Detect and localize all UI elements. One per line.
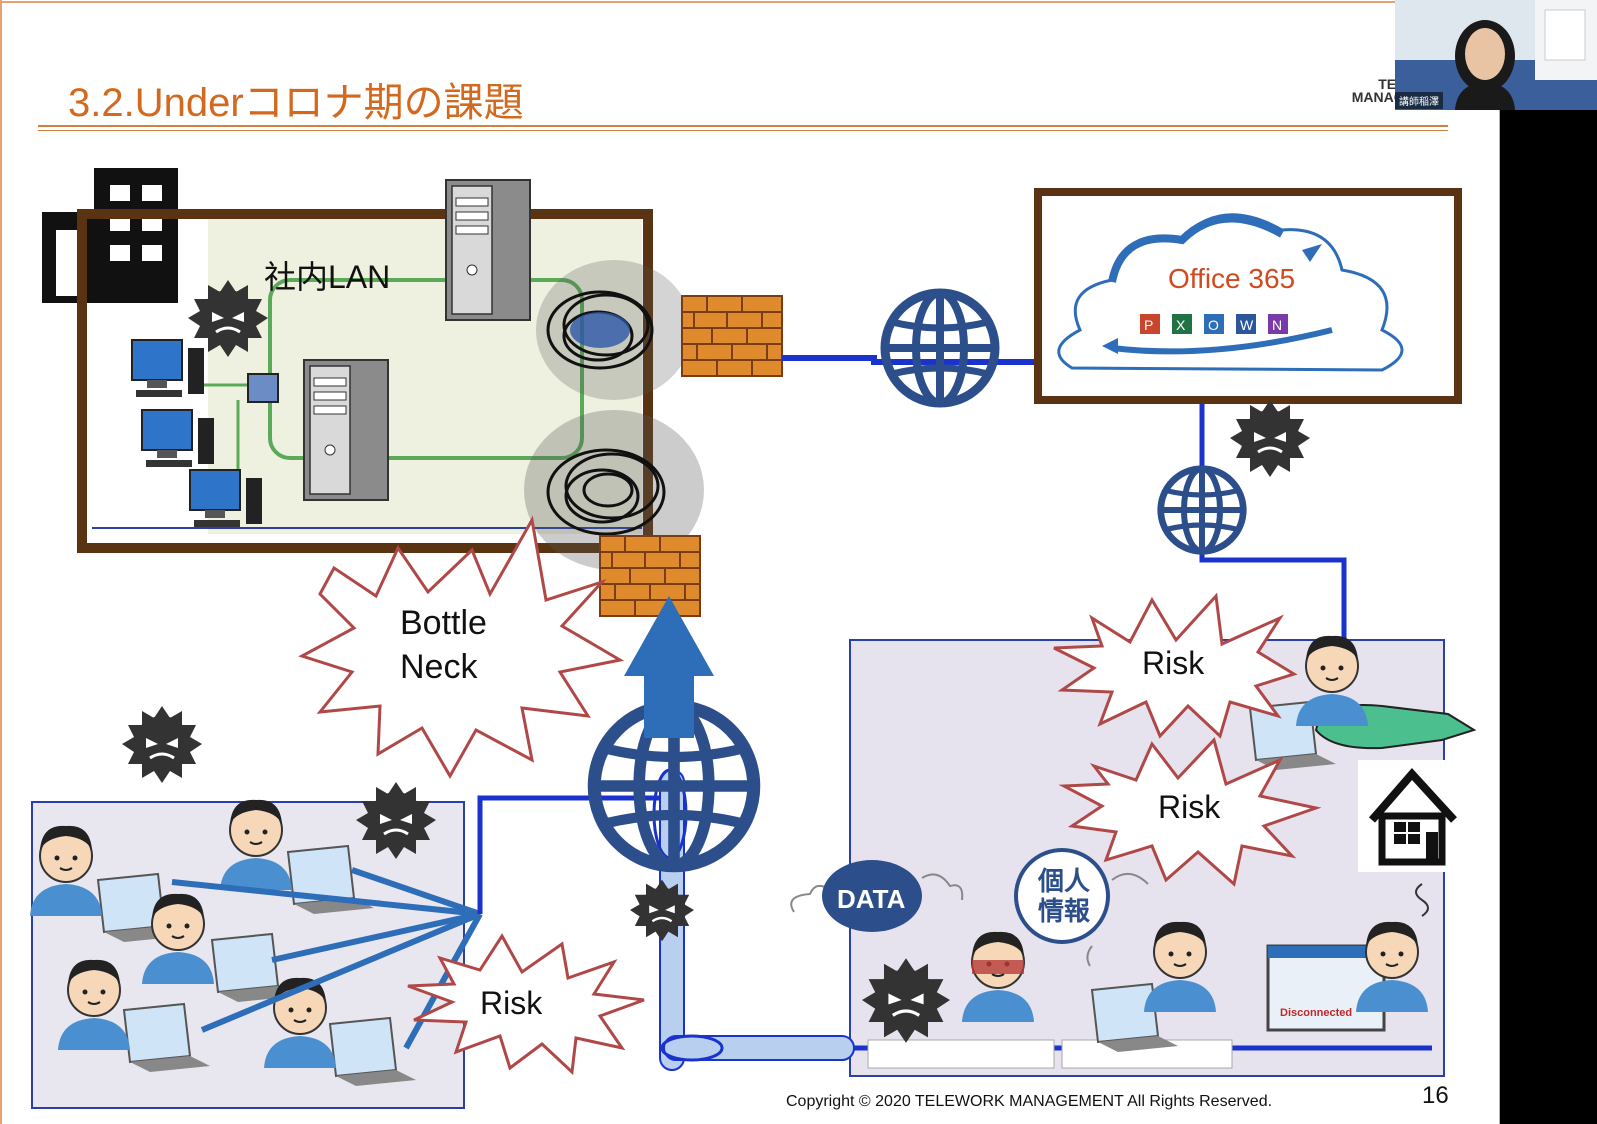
cloud-label: Office 365 — [1168, 263, 1295, 294]
house-icon — [1368, 767, 1457, 866]
wifi-connection-lines — [171, 867, 483, 1050]
bottleneck-burst — [298, 515, 625, 780]
server-icon — [445, 179, 531, 321]
office-lan-label: 社内LAN — [264, 259, 390, 295]
title-rule — [38, 125, 1448, 127]
title-rule-thin — [38, 130, 1448, 131]
office-frame — [77, 209, 653, 553]
virus-icon — [1228, 398, 1312, 479]
risk-burst — [407, 933, 645, 1076]
data-badge-icon — [790, 860, 964, 932]
data-badge-label: DATA — [837, 884, 906, 914]
risk-label-remote-office: Risk — [480, 985, 543, 1021]
network-diagram: 社内LAN Office — [2, 0, 1500, 1124]
desktop-pc-icon — [141, 409, 215, 468]
network-switch — [247, 373, 279, 403]
tunnel-horizontal — [663, 1035, 855, 1061]
desktop-pc-icon — [131, 339, 205, 398]
server-icon — [303, 359, 389, 501]
risk-burst — [1058, 737, 1322, 887]
bottleneck-text-line-1: Bottle — [400, 604, 487, 642]
risk-burst — [1053, 592, 1298, 739]
app-icon-onenote: N — [1272, 317, 1282, 333]
app-icon-word: W — [1240, 317, 1254, 333]
remote-worker-stressed-icon — [961, 930, 1035, 1023]
webcam-video[interactable]: 講師稲澤 — [1395, 0, 1597, 110]
remote-worker-disconnected-icon — [1266, 883, 1429, 1032]
presenter-video-frame — [1395, 0, 1597, 110]
personal-info-line-2: 情報 — [1038, 896, 1091, 926]
personal-info-line-1: 個人 — [1037, 866, 1090, 896]
bottleneck-text-line-2: Neck — [400, 648, 478, 686]
internet-globe-icon — [1161, 469, 1244, 552]
app-icon-powerpoint: P — [1144, 317, 1153, 333]
internet-globe-icon — [885, 293, 995, 403]
risk-label-home-middle: Risk — [1158, 789, 1221, 825]
office-lan-area — [208, 218, 642, 534]
firewall-icon — [681, 295, 783, 377]
office-building-icon — [42, 168, 178, 303]
network-line — [477, 795, 668, 914]
congestion-scribble-icon — [524, 260, 704, 570]
app-icon-excel: X — [1176, 317, 1186, 333]
app-icon-outlook: O — [1208, 317, 1219, 333]
slide: 3.2.Underコロナ期の課題 TELE MANAGE — [0, 0, 1500, 1124]
disconnected-label: Disconnected — [1280, 1007, 1352, 1019]
virus-icon — [120, 704, 204, 785]
personal-info-badge-icon — [1014, 848, 1149, 967]
page-number: 16 — [1422, 1082, 1449, 1109]
webcam-name-label: 講師稲澤 — [1395, 92, 1443, 109]
firewall-icon — [599, 535, 701, 617]
page-title: 3.2.Underコロナ期の課題 — [68, 81, 524, 125]
copyright-text: Copyright © 2020 TELEWORK MANAGEMENT All… — [786, 1093, 1273, 1110]
office-app-icons: P X O W N — [1140, 314, 1288, 334]
risk-label-home-top: Risk — [1142, 645, 1205, 681]
lan-ring — [268, 278, 584, 460]
upload-arrow-icon — [624, 596, 714, 738]
remote-worker-lying-icon — [1249, 634, 1477, 771]
